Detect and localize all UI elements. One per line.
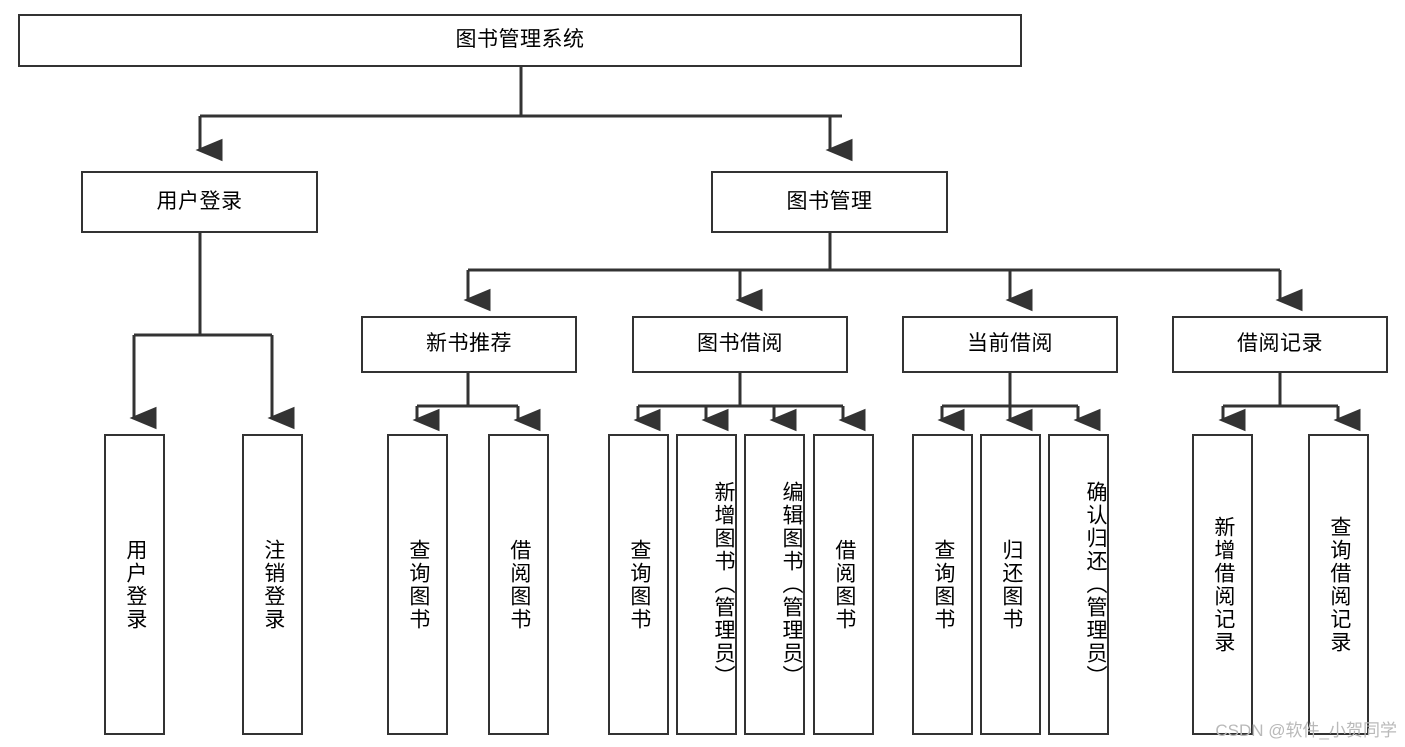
leaf-query-record-label: 查询借阅记录 [1327, 515, 1351, 654]
node-new-book-recommend[interactable]: 新书推荐 [361, 316, 577, 373]
leaf-query-book-2-label: 查询图书 [627, 538, 651, 631]
leaf-edit-book-label: 编辑图书（管理员） [780, 481, 803, 688]
csdn-watermark: CSDN @软件_小贺同学 [1215, 721, 1397, 740]
leaf-user-login[interactable]: 用户登录 [104, 434, 165, 735]
leaf-add-record-label: 新增借阅记录 [1211, 515, 1235, 654]
leaf-add-book-label: 新增图书（管理员） [712, 481, 735, 688]
node-user-login[interactable]: 用户登录 [81, 171, 318, 233]
node-current-borrow[interactable]: 当前借阅 [902, 316, 1118, 373]
leaf-query-record[interactable]: 查询借阅记录 [1308, 434, 1369, 735]
leaf-return-book-label: 归还图书 [999, 538, 1023, 631]
leaf-query-book-1[interactable]: 查询图书 [387, 434, 448, 735]
leaf-borrow-book-1[interactable]: 借阅图书 [488, 434, 549, 735]
node-borrow-record[interactable]: 借阅记录 [1172, 316, 1388, 373]
leaf-add-book[interactable]: 新增图书（管理员） [676, 434, 737, 735]
node-root[interactable]: 图书管理系统 [18, 14, 1022, 67]
leaf-borrow-book-2-label: 借阅图书 [832, 538, 856, 631]
leaf-logout-label: 注销登录 [261, 538, 285, 631]
leaf-return-book[interactable]: 归还图书 [980, 434, 1041, 735]
leaf-query-book-2[interactable]: 查询图书 [608, 434, 669, 735]
leaf-logout[interactable]: 注销登录 [242, 434, 303, 735]
leaf-user-login-label: 用户登录 [123, 538, 147, 631]
leaf-borrow-book-2[interactable]: 借阅图书 [813, 434, 874, 735]
node-book-manage[interactable]: 图书管理 [711, 171, 948, 233]
leaf-query-book-3[interactable]: 查询图书 [912, 434, 973, 735]
leaf-confirm-return[interactable]: 确认归还（管理员） [1048, 434, 1109, 735]
leaf-edit-book[interactable]: 编辑图书（管理员） [744, 434, 805, 735]
leaf-add-record[interactable]: 新增借阅记录 [1192, 434, 1253, 735]
leaf-borrow-book-1-label: 借阅图书 [507, 538, 531, 631]
leaf-confirm-return-label: 确认归还（管理员） [1084, 481, 1107, 688]
leaf-query-book-1-label: 查询图书 [406, 538, 430, 631]
leaf-query-book-3-label: 查询图书 [931, 538, 955, 631]
node-book-borrow[interactable]: 图书借阅 [632, 316, 848, 373]
